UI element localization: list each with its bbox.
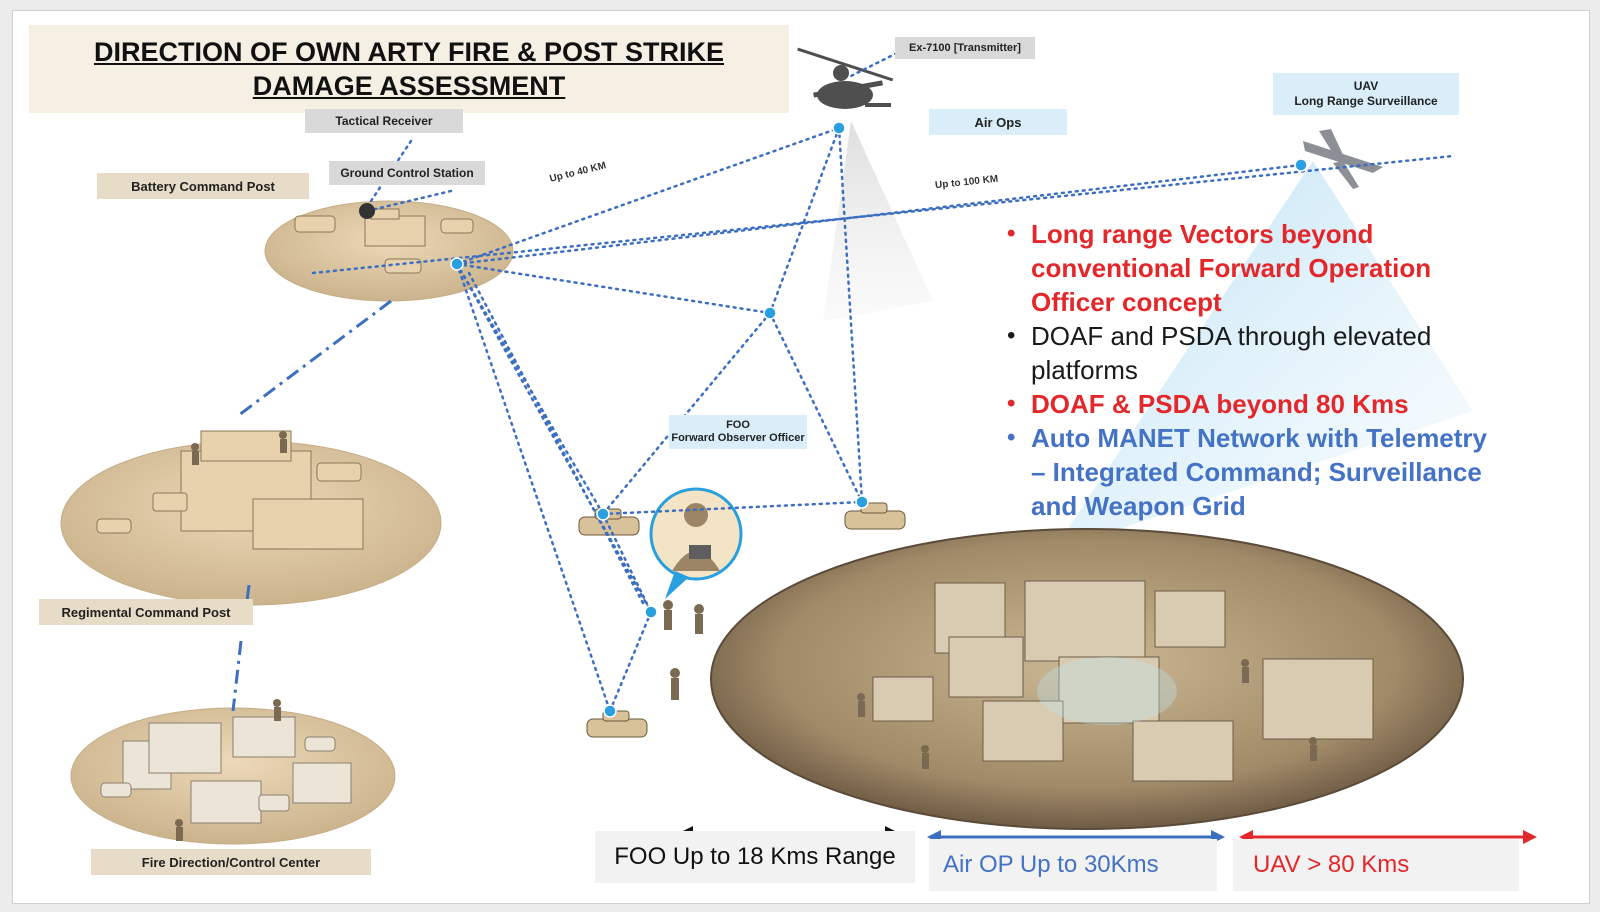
- node-relay: [763, 306, 777, 320]
- node-tank3: [603, 704, 617, 718]
- air-ops-label: Air Ops: [929, 109, 1067, 135]
- link-relay-tank1: [601, 311, 772, 516]
- helicopter-beam: [823, 121, 933, 321]
- node-foo: [644, 605, 658, 619]
- link-battery-regimental: [238, 299, 392, 417]
- link-regimental-fire: [231, 640, 243, 712]
- title-line-1: DIRECTION OF OWN ARTY FIRE & POST STRIKE: [93, 37, 725, 67]
- air-op-range-label: Air OP Up to 30Kms: [929, 839, 1217, 891]
- link-relay-tank2: [768, 311, 864, 504]
- link-gcs-uav: [455, 163, 1303, 266]
- target-highlight: [1037, 657, 1177, 725]
- link-gcs-tank3: [455, 262, 612, 713]
- ground-control-station-label: Ground Control Station: [329, 161, 485, 185]
- transmitter-label: Ex-7100 [Transmitter]: [895, 37, 1035, 59]
- link-foo-tank3: [608, 610, 653, 713]
- foo-figure: [649, 487, 743, 599]
- uav-label-line-2: Long Range Surveillance: [1294, 94, 1438, 108]
- link-tank1-foo: [601, 512, 653, 614]
- bullet-elevated-platforms: DOAF and PSDA through elevated platforms: [1005, 319, 1505, 387]
- uav-label: UAV Long Range Surveillance: [1273, 73, 1459, 115]
- node-gcs: [450, 257, 464, 271]
- link-regimental-label: [245, 584, 251, 602]
- uav-label-line-1: UAV: [1353, 79, 1379, 93]
- node-tank2: [855, 495, 869, 509]
- link-gcs-foo-b: [467, 271, 647, 609]
- link-gcs-relay: [455, 262, 772, 315]
- capability-bullets: Long range Vectors beyond conventional F…: [1005, 217, 1505, 523]
- network-links: [311, 51, 1455, 713]
- link-battery-uav: [311, 154, 1455, 275]
- helicopter-icon: [797, 47, 894, 109]
- foo-label-line-2: Forward Observer Officer: [671, 432, 805, 444]
- bullet-manet-network: Auto MANET Network with Telemetry – Inte…: [1005, 421, 1505, 523]
- link-rx-gcs: [365, 139, 413, 209]
- uav-range-label: UAV > 80 Kms: [1233, 839, 1519, 891]
- title-line-2: DAMAGE ASSESSMENT: [252, 71, 566, 101]
- regimental-buildings: [96, 430, 364, 550]
- foo-range-label: FOO Up to 18 Kms Range: [595, 831, 915, 883]
- gcs-dish-icon: [359, 203, 375, 219]
- link-tank1-tank2: [601, 500, 864, 516]
- tactical-receiver-label: Tactical Receiver: [305, 109, 463, 133]
- slide: DIRECTION OF OWN ARTY FIRE & POST STRIKE…: [12, 10, 1590, 904]
- target-buildings: [872, 580, 1374, 782]
- page-title: DIRECTION OF OWN ARTY FIRE & POST STRIKE…: [29, 25, 789, 113]
- link-gcs-label: [365, 189, 453, 213]
- link-heli-relay: [768, 126, 841, 315]
- soldiers: [175, 431, 1317, 841]
- foo-label-line-1: FOO: [726, 419, 750, 431]
- command-links: [231, 299, 392, 712]
- foo-label: FOO Forward Observer Officer: [669, 415, 807, 449]
- battery-buildings: [294, 208, 474, 274]
- link-gcs-foo-a: [455, 262, 653, 614]
- bullet-long-range-vectors: Long range Vectors beyond conventional F…: [1005, 217, 1505, 319]
- network-nodes: [450, 121, 1308, 718]
- fire-direction-center-label: Fire Direction/Control Center: [91, 849, 371, 875]
- regimental-command-post-label: Regimental Command Post: [39, 599, 253, 625]
- node-tank1: [596, 507, 610, 521]
- battery-command-post-label: Battery Command Post: [97, 173, 309, 199]
- link-heli-tank2: [837, 126, 864, 504]
- bullet-beyond-80kms: DOAF & PSDA beyond 80 Kms: [1005, 387, 1505, 421]
- node-uav: [1294, 158, 1308, 172]
- link-tx-heli: [847, 51, 899, 79]
- link-gcs-heli: [455, 126, 841, 266]
- fire-direction-buildings: [100, 716, 352, 824]
- node-heli: [832, 121, 846, 135]
